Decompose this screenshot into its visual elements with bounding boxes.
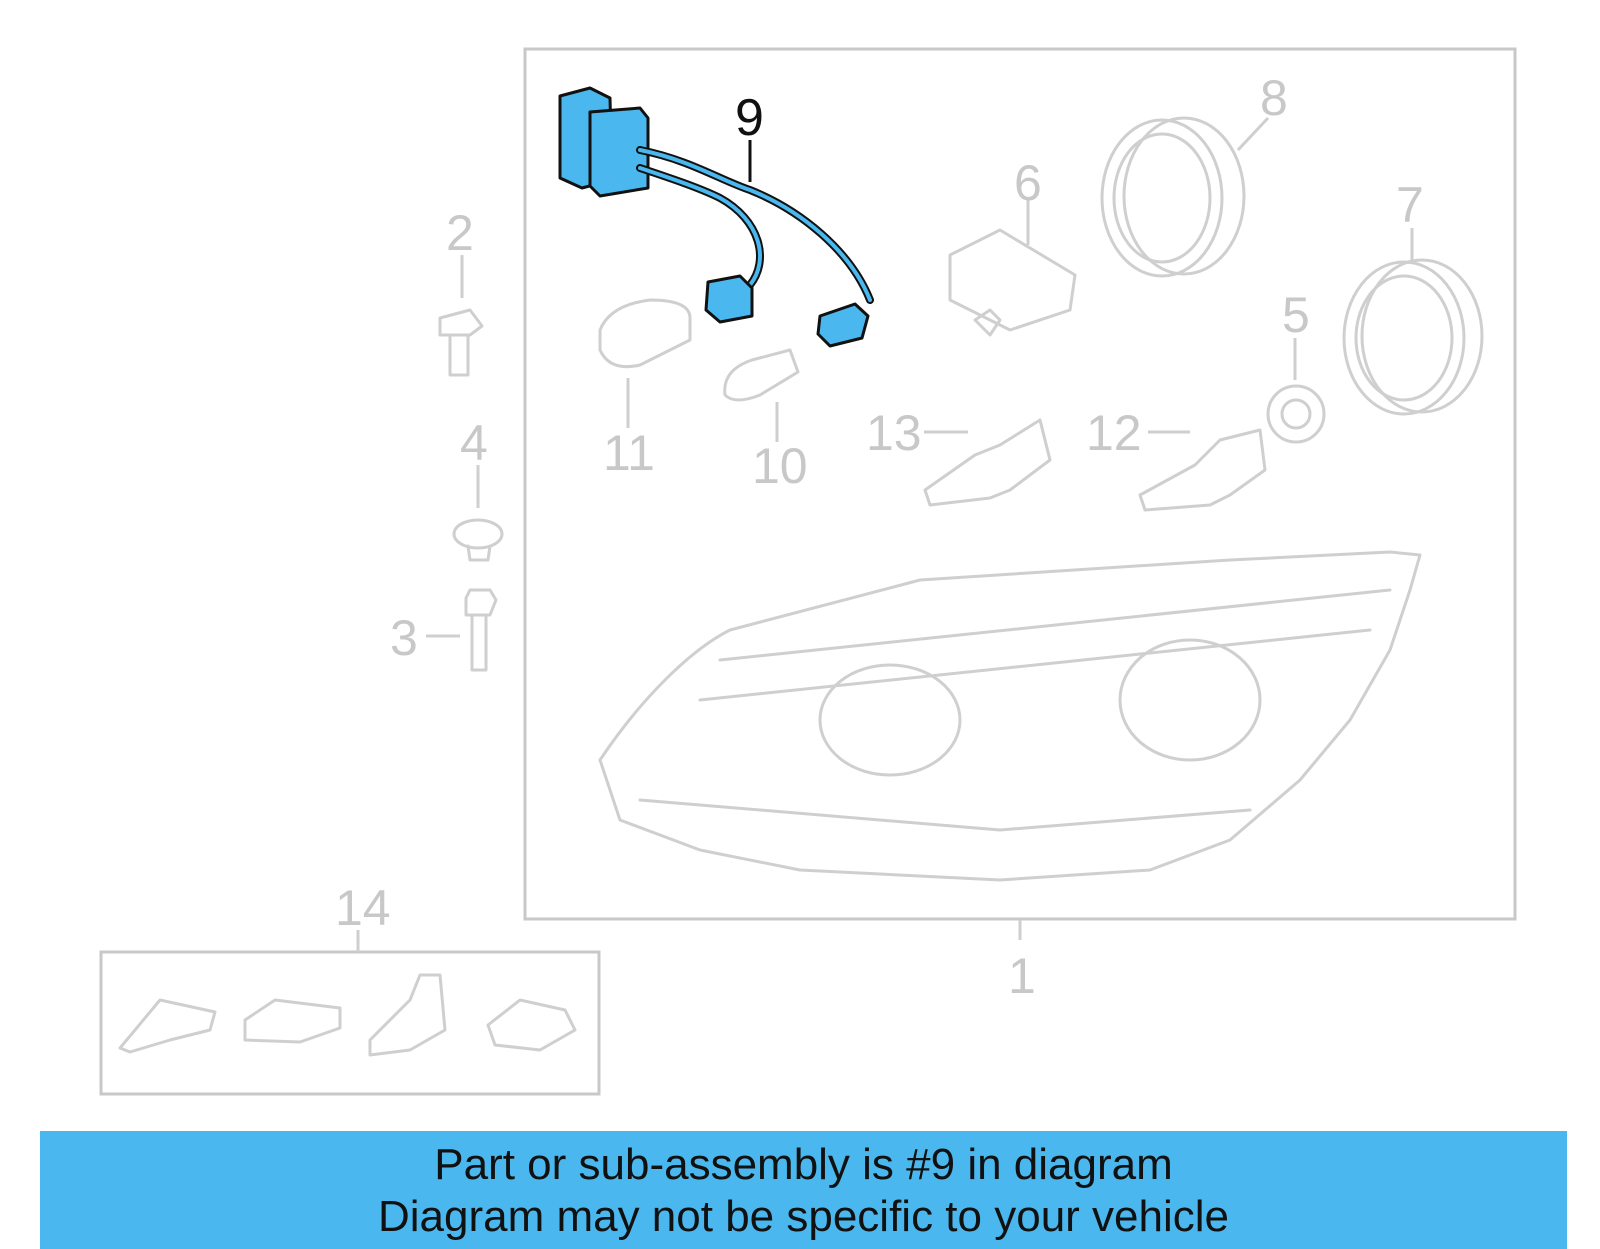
- part-11-bulb: [598, 298, 692, 369]
- callout-3: 3: [390, 610, 418, 666]
- callout-7: 7: [1396, 177, 1424, 233]
- part-4-clip: [452, 518, 504, 562]
- callout-2: 2: [446, 205, 474, 261]
- callout-9[interactable]: 9: [735, 89, 764, 147]
- info-banner: Part or sub-assembly is #9 in diagram Di…: [40, 1131, 1567, 1249]
- banner-line-1: Part or sub-assembly is #9 in diagram: [434, 1140, 1173, 1189]
- banner-line-2: Diagram may not be specific to your vehi…: [377, 1192, 1230, 1241]
- leader-lines: [356, 116, 1414, 952]
- part-12-bulb: [1138, 428, 1267, 512]
- part-6-motor: [948, 228, 1077, 337]
- callout-11: 11: [603, 425, 655, 481]
- callout-14: 14: [335, 880, 391, 936]
- part-14-clip-kit: [118, 973, 577, 1057]
- part-10-bulb: [723, 348, 800, 402]
- part-7-ring: [1342, 258, 1484, 416]
- part-2-screw: [438, 308, 484, 377]
- part-9-wiring-harness[interactable]: [558, 86, 874, 348]
- callout-8: 8: [1260, 70, 1288, 126]
- part-13-bulb: [923, 418, 1052, 507]
- callout-10: 10: [752, 438, 808, 494]
- part-8-ring: [1100, 116, 1246, 278]
- callout-13: 13: [866, 405, 922, 461]
- part-5-socket: [1266, 384, 1326, 444]
- part-3-bolt: [464, 588, 498, 672]
- part-1-headlamp: [598, 550, 1422, 882]
- callout-12: 12: [1086, 405, 1142, 461]
- callout-4: 4: [460, 415, 488, 471]
- callout-5: 5: [1282, 287, 1310, 343]
- kit-frame: [99, 950, 601, 1096]
- callout-6: 6: [1014, 155, 1042, 211]
- callout-1: 1: [1008, 948, 1036, 1004]
- assembly-frame: [523, 47, 1517, 921]
